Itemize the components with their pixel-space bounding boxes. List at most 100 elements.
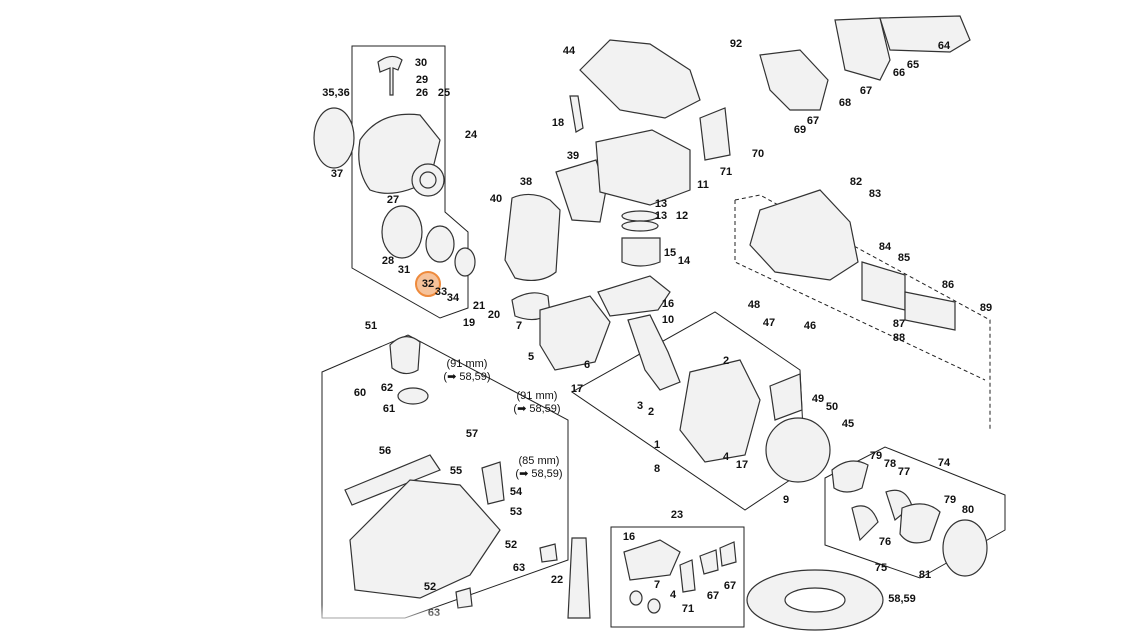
callout-3[interactable]: 3: [636, 400, 644, 412]
callout-32-highlighted[interactable]: 32: [415, 271, 441, 297]
callout-14[interactable]: 14: [677, 255, 691, 267]
callout-77[interactable]: 77: [897, 466, 911, 478]
callout-67-kit-a[interactable]: 67: [706, 590, 720, 602]
callout-44[interactable]: 44: [562, 45, 576, 57]
callout-18[interactable]: 18: [551, 117, 565, 129]
callout-35-36[interactable]: 35,36: [322, 87, 350, 99]
part-piston-ring-1: [621, 210, 659, 222]
callout-79b[interactable]: 79: [943, 494, 957, 506]
callout-15[interactable]: 15: [663, 247, 677, 259]
callout-60[interactable]: 60: [353, 387, 367, 399]
callout-52a[interactable]: 52: [504, 539, 518, 551]
callout-64[interactable]: 64: [937, 40, 951, 52]
callout-7[interactable]: 7: [515, 320, 523, 332]
callout-23[interactable]: 23: [670, 509, 684, 521]
callout-9[interactable]: 9: [782, 494, 790, 506]
callout-58-59-spool[interactable]: 58,59: [888, 593, 916, 605]
callout-88[interactable]: 88: [892, 332, 906, 344]
callout-11[interactable]: 11: [697, 179, 709, 191]
callout-17a[interactable]: 17: [570, 383, 584, 395]
callout-85[interactable]: 85: [897, 252, 911, 264]
callout-52b[interactable]: 52: [423, 581, 437, 593]
callout-39[interactable]: 39: [566, 150, 580, 162]
callout-20[interactable]: 20: [487, 309, 501, 321]
callout-46[interactable]: 46: [803, 320, 817, 332]
callout-38[interactable]: 38: [519, 176, 533, 188]
callout-22[interactable]: 22: [550, 574, 564, 586]
callout-83[interactable]: 83: [868, 188, 882, 200]
callout-61[interactable]: 61: [382, 403, 396, 415]
callout-67b[interactable]: 67: [806, 115, 820, 127]
callout-4[interactable]: 4: [722, 451, 730, 463]
callout-62[interactable]: 62: [380, 382, 394, 394]
callout-4-kit[interactable]: 4: [669, 589, 677, 601]
callout-12[interactable]: 12: [675, 210, 689, 222]
callout-53[interactable]: 53: [509, 506, 523, 518]
callout-8[interactable]: 8: [653, 463, 661, 475]
callout-28[interactable]: 28: [381, 255, 395, 267]
callout-79a[interactable]: 79: [869, 450, 883, 462]
callout-56[interactable]: 56: [378, 445, 392, 457]
callout-13a[interactable]: 13: [654, 198, 668, 210]
callout-51[interactable]: 51: [364, 320, 378, 332]
callout-86[interactable]: 86: [941, 279, 955, 291]
callout-71[interactable]: 71: [719, 166, 733, 178]
callout-30[interactable]: 30: [414, 57, 428, 69]
callout-78[interactable]: 78: [883, 458, 897, 470]
hose-note-2-length: (91 mm): [516, 390, 558, 402]
callout-66[interactable]: 66: [892, 67, 906, 79]
callout-54[interactable]: 54: [509, 486, 523, 498]
callout-49[interactable]: 49: [811, 393, 825, 405]
callout-57[interactable]: 57: [465, 428, 479, 440]
callout-17b[interactable]: 17: [735, 459, 749, 471]
callout-71-kit[interactable]: 71: [681, 603, 695, 615]
callout-63a[interactable]: 63: [512, 562, 526, 574]
callout-37[interactable]: 37: [330, 168, 344, 180]
callout-2b[interactable]: 2: [647, 406, 655, 418]
callout-10[interactable]: 10: [661, 314, 675, 326]
callout-48[interactable]: 48: [747, 299, 761, 311]
callout-68[interactable]: 68: [838, 97, 852, 109]
callout-26[interactable]: 26: [415, 87, 429, 99]
callout-81[interactable]: 81: [918, 569, 932, 581]
callout-19[interactable]: 19: [462, 317, 476, 329]
callout-69[interactable]: 69: [793, 124, 807, 136]
callout-47[interactable]: 47: [762, 317, 776, 329]
callout-50[interactable]: 50: [825, 401, 839, 413]
callout-65[interactable]: 65: [906, 59, 920, 71]
callout-13b[interactable]: 13: [654, 210, 668, 222]
part-kit-gasket-67a: [699, 549, 719, 575]
callout-16[interactable]: 16: [661, 298, 675, 310]
callout-5[interactable]: 5: [527, 351, 535, 363]
callout-80[interactable]: 80: [961, 504, 975, 516]
callout-2a[interactable]: 2: [722, 355, 730, 367]
callout-31[interactable]: 31: [397, 264, 411, 276]
callout-34[interactable]: 34: [446, 292, 460, 304]
callout-27[interactable]: 27: [386, 194, 400, 206]
callout-25[interactable]: 25: [437, 87, 451, 99]
callout-24[interactable]: 24: [464, 129, 478, 141]
callout-76[interactable]: 76: [878, 536, 892, 548]
callout-45[interactable]: 45: [841, 418, 855, 430]
callout-1[interactable]: 1: [653, 439, 661, 451]
callout-33[interactable]: 33: [434, 286, 448, 298]
callout-40[interactable]: 40: [489, 193, 503, 205]
callout-67a[interactable]: 67: [859, 85, 873, 97]
callout-82[interactable]: 82: [849, 176, 863, 188]
callout-21[interactable]: 21: [472, 300, 486, 312]
part-air-box-cover: [834, 17, 891, 81]
callout-29[interactable]: 29: [415, 74, 429, 86]
callout-87[interactable]: 87: [892, 318, 906, 330]
callout-74[interactable]: 74: [937, 457, 951, 469]
callout-70[interactable]: 70: [751, 148, 765, 160]
callout-7-kit[interactable]: 7: [653, 579, 661, 591]
callout-92[interactable]: 92: [729, 38, 743, 50]
callout-67-kit-b[interactable]: 67: [723, 580, 737, 592]
callout-16-kit[interactable]: 16: [622, 531, 636, 543]
callout-6[interactable]: 6: [583, 359, 591, 371]
callout-75[interactable]: 75: [874, 562, 888, 574]
callout-55[interactable]: 55: [449, 465, 463, 477]
part-flywheel: [765, 417, 831, 483]
callout-84[interactable]: 84: [878, 241, 892, 253]
callout-89[interactable]: 89: [979, 302, 993, 314]
